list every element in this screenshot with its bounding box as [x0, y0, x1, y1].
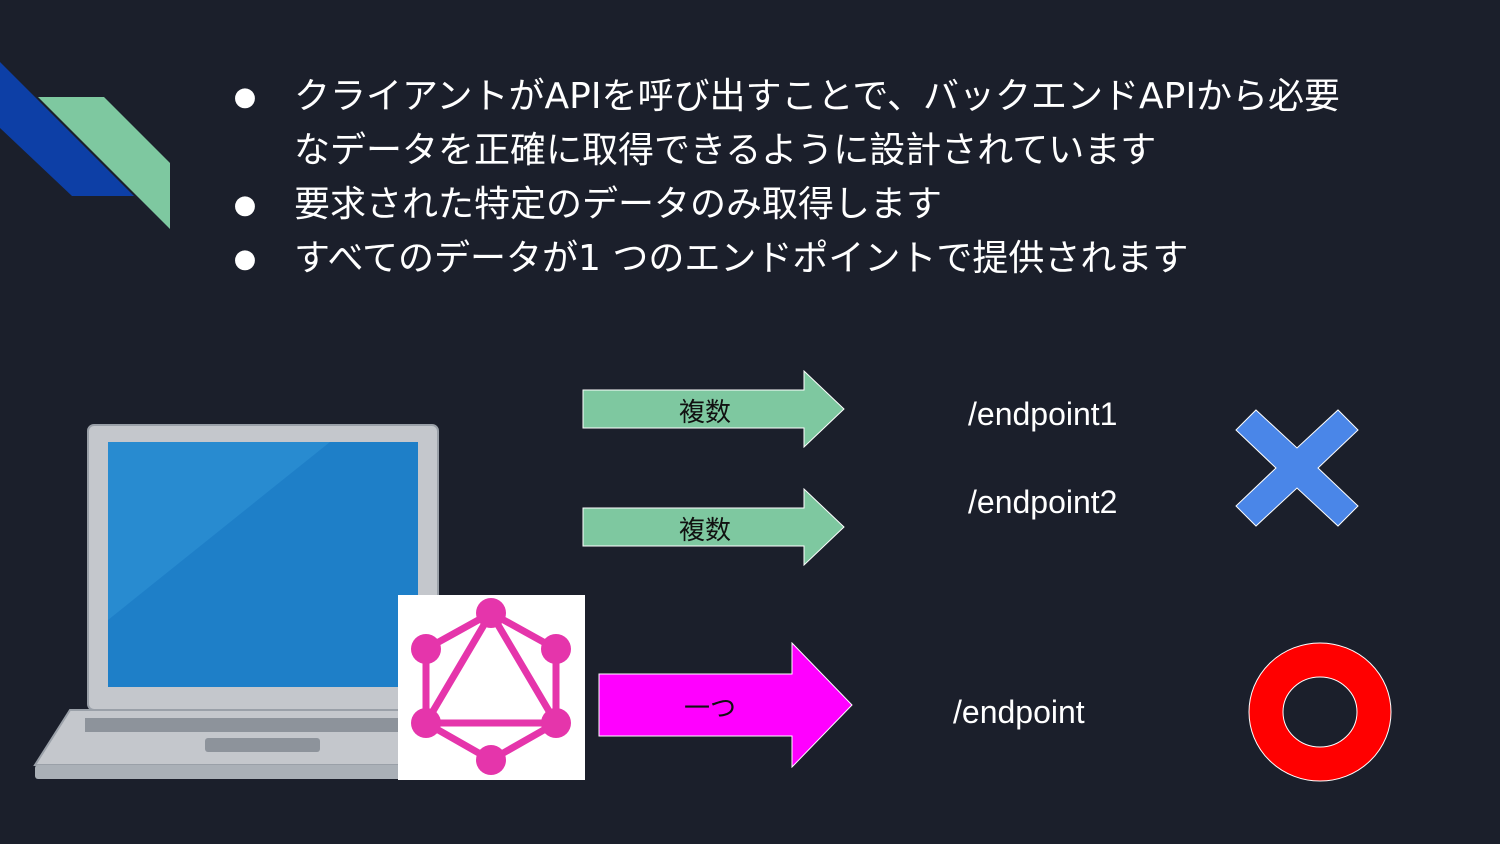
corner-decoration — [0, 62, 170, 229]
bullet-item: ● すべてのデータが1 つのエンドポイントで提供されます — [230, 232, 1350, 286]
cross-mark-icon — [1235, 409, 1359, 527]
endpoint-label: /endpoint2 — [968, 484, 1118, 520]
endpoint-label: /endpoint — [953, 694, 1085, 730]
bullet-dot: ● — [233, 190, 257, 220]
arrow-single — [598, 642, 853, 768]
bullet-item: ● 要求された特定のデータのみ取得します — [230, 178, 1350, 232]
laptop-icon — [33, 424, 497, 779]
arrow-multiple-2 — [582, 488, 845, 566]
arrow-label: 一つ — [683, 694, 736, 724]
graphql-logo-icon — [411, 598, 571, 775]
arrow-multiple-1 — [582, 370, 845, 448]
bullet-text: 要求された特定のデータのみ取得します — [294, 184, 943, 225]
arrow-label: 複数 — [678, 516, 731, 546]
endpoint-label: /endpoint1 — [968, 396, 1118, 432]
bullet-list: ● クライアントがAPIを呼び出すことで、バックエンドAPIから必要なデータを正… — [230, 70, 1350, 286]
bullet-text: クライアントがAPIを呼び出すことで、バックエンドAPIから必要なデータを正確に… — [294, 76, 1340, 171]
arrow-label: 複数 — [678, 398, 731, 428]
bullet-dot: ● — [233, 82, 257, 112]
bullet-item: ● クライアントがAPIを呼び出すことで、バックエンドAPIから必要なデータを正… — [230, 70, 1350, 178]
bullet-text: すべてのデータが1 つのエンドポイントで提供されます — [294, 238, 1189, 279]
graphql-logo-box — [398, 595, 585, 780]
circle-mark-icon — [1248, 642, 1392, 782]
bullet-dot: ● — [233, 244, 257, 274]
